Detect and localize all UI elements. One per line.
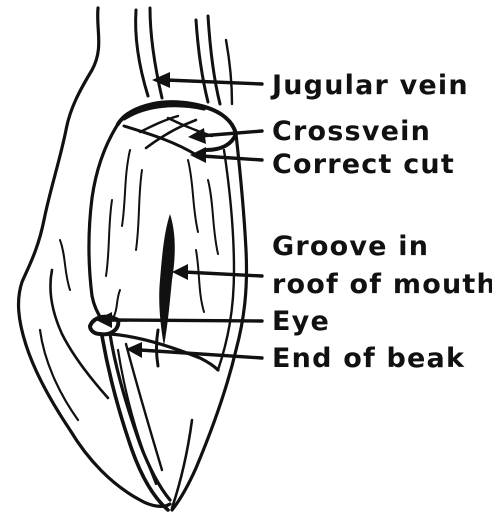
label-correct-cut: Correct cut bbox=[272, 149, 455, 180]
leader-arrows bbox=[96, 72, 262, 358]
labels: Jugular vein Crossvein Correct cut Groov… bbox=[270, 70, 492, 374]
jugular-vein bbox=[136, 8, 232, 104]
label-eye: Eye bbox=[272, 306, 330, 337]
eye-and-beak bbox=[90, 317, 218, 510]
label-crossvein: Crossvein bbox=[272, 116, 431, 147]
neck-outline bbox=[19, 8, 170, 506]
label-groove-line-2: roof of mouth bbox=[272, 269, 492, 300]
label-jugular-vein: Jugular vein bbox=[270, 70, 469, 101]
label-groove-line-1: Groove in bbox=[272, 231, 429, 262]
label-end-of-beak: End of beak bbox=[272, 343, 465, 374]
